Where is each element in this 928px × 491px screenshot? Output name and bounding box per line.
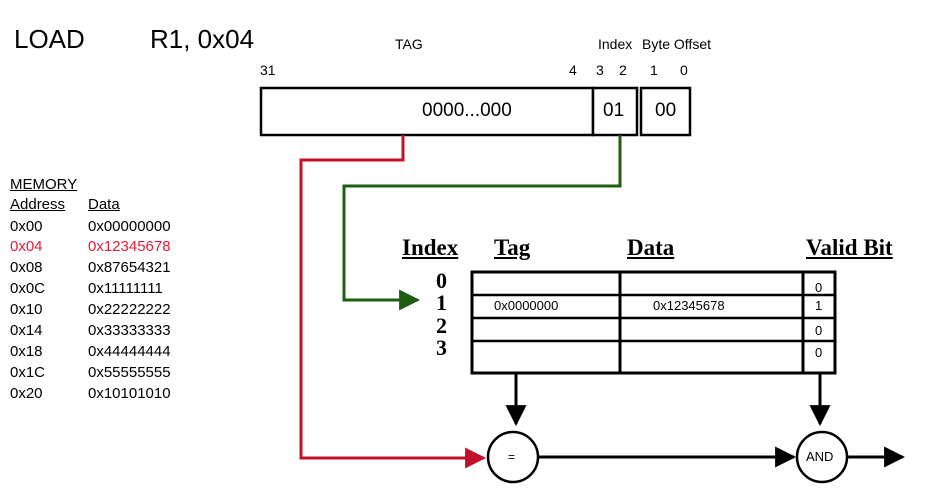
offset-field-box [639,86,692,137]
byte-offset-field-label: Byte Offset [642,36,711,52]
index-value: 01 [603,100,625,121]
bit-number-3: 3 [596,62,604,78]
index-field-label: Index [598,36,633,52]
cache-index-3: 3 [436,335,447,360]
memory-data: 0x11111111 [88,280,163,297]
cache-index-1: 1 [436,290,447,315]
comparator-label: = [508,450,516,464]
cache-valid-cell: 0 [815,280,823,295]
memory-address: 0x08 [10,259,43,276]
memory-address: 0x14 [10,322,43,339]
memory-address: 0x04 [10,238,43,255]
instruction-operands: R1, 0x04 [150,24,255,54]
memory-title: MEMORY [10,176,78,193]
tag-wire [299,135,487,469]
cache-tag-cell: 0x0000000 [494,298,559,313]
tag-field-label: TAG [395,36,423,52]
cache-valid-cell: 0 [815,345,823,360]
memory-data: 0x55555555 [88,364,171,381]
bit-number-4: 4 [569,62,577,78]
memory-address: 0x18 [10,343,43,360]
cache-table [470,270,837,375]
memory-address: 0x10 [10,301,43,318]
index-field-box [591,86,639,137]
bit-number-31: 31 [260,62,276,78]
memory-data: 0x10101010 [88,385,171,402]
memory-data: 0x22222222 [88,301,171,318]
memory-address: 0x1C [10,364,46,381]
cache-index-0: 0 [436,268,447,293]
offset-value: 00 [655,100,677,121]
bit-number-0: 0 [680,62,688,78]
cache-index-2: 2 [436,313,447,338]
cache-header-index: Index [402,235,459,260]
memory-data: 0x87654321 [88,259,171,276]
index-wire [342,135,622,311]
memory-data: 0x33333333 [88,322,171,339]
memory-data: 0x12345678 [88,238,171,255]
memory-data: 0x44444444 [88,343,171,360]
memory-col-data: Data [88,196,120,213]
tag-field-box [259,86,595,137]
cache-valid-cell: 1 [815,298,823,313]
bit-number-2: 2 [619,62,627,78]
and-gate-label: AND [806,449,834,464]
memory-data: 0x00000000 [88,218,171,235]
cache-valid-cell: 0 [815,323,823,338]
cache-header-tag: Tag [494,235,531,260]
tag-value: 0000...000 [422,100,512,121]
bit-number-1: 1 [650,62,658,78]
memory-address: 0x00 [10,218,43,235]
memory-col-address: Address [10,196,66,213]
cache-data-cell: 0x12345678 [653,298,725,313]
memory-address: 0x0C [10,280,46,297]
memory-address: 0x20 [10,385,43,402]
cache-header-valid: Valid Bit [806,235,893,260]
cache-header-data: Data [627,235,675,260]
instruction-op: LOAD [14,24,85,54]
